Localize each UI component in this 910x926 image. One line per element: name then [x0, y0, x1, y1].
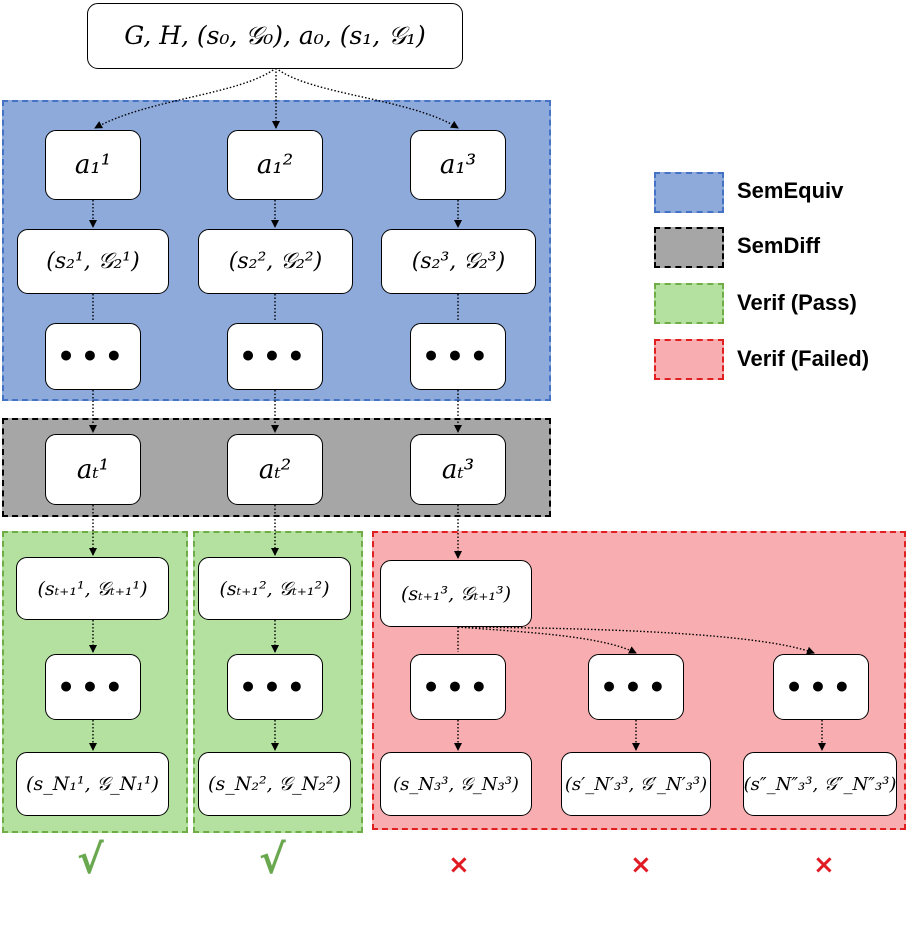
legend-swatch-semequiv — [654, 172, 724, 213]
fail-sN-2: (s′_N′₃³, 𝒢′_N′₃³) — [561, 752, 711, 816]
dots-node-1b: ••• — [45, 654, 141, 720]
legend-label-pass: Verif (Pass) — [737, 290, 857, 315]
dots-node-2b: ••• — [227, 654, 323, 720]
legend-swatch-pass — [654, 283, 724, 324]
dots-node-3: ••• — [410, 323, 506, 390]
cross-icon: × — [813, 850, 835, 880]
dots-node-2: ••• — [227, 323, 323, 390]
edge-root-a1-1 — [94, 67, 277, 129]
check-icon: √ — [259, 837, 286, 883]
legend-label-semequiv: SemEquiv — [737, 178, 844, 203]
root-node: G, H, (s₀, 𝒢₀), a₀, (s₁, 𝒢₁) — [87, 3, 463, 69]
st1-node-3: (sₜ₊₁³, 𝒢ₜ₊₁³) — [380, 560, 532, 627]
fail-dots-1: ••• — [410, 654, 506, 720]
fail-dots-2: ••• — [588, 654, 684, 720]
cross-icon: × — [448, 850, 470, 880]
edge-root-a1-3 — [275, 67, 459, 129]
legend-label-semdiff: SemDiff — [737, 233, 821, 258]
sN-node-1: (s_N₁¹, 𝒢_N₁¹) — [16, 752, 169, 816]
legend-swatch-semdiff — [654, 227, 724, 268]
fail-dots-3: ••• — [773, 654, 869, 720]
cross-icon: × — [630, 850, 652, 880]
at-node-1: aₜ¹ — [45, 434, 141, 505]
dots-node-1: ••• — [45, 323, 141, 390]
s2-node-3: (s₂³, 𝒢₂³) — [381, 229, 536, 294]
at-node-2: aₜ² — [227, 434, 323, 505]
s2-node-1: (s₂¹, 𝒢₂¹) — [17, 229, 169, 294]
a1-node-1: a₁¹ — [45, 130, 141, 200]
fail-sN-1: (s_N₃³, 𝒢_N₃³) — [380, 752, 532, 816]
a1-node-2: a₁² — [227, 130, 323, 200]
legend-label-failed: Verif (Failed) — [737, 346, 870, 371]
fail-sN-3: (s″_N″₃³, 𝒢″_N″₃³) — [743, 752, 897, 816]
sN-node-2: (s_N₂², 𝒢_N₂²) — [198, 752, 351, 816]
st1-node-1: (sₜ₊₁¹, 𝒢ₜ₊₁¹) — [16, 557, 169, 620]
check-icon: √ — [77, 837, 104, 883]
s2-node-2: (s₂², 𝒢₂²) — [198, 229, 353, 294]
edge-fail-branch-2 — [457, 626, 637, 654]
a1-node-3: a₁³ — [410, 130, 506, 200]
edge-fail-branch-3 — [457, 626, 815, 655]
at-node-3: aₜ³ — [410, 434, 506, 505]
legend-swatch-failed — [654, 339, 724, 380]
st1-node-2: (sₜ₊₁², 𝒢ₜ₊₁²) — [198, 557, 351, 620]
